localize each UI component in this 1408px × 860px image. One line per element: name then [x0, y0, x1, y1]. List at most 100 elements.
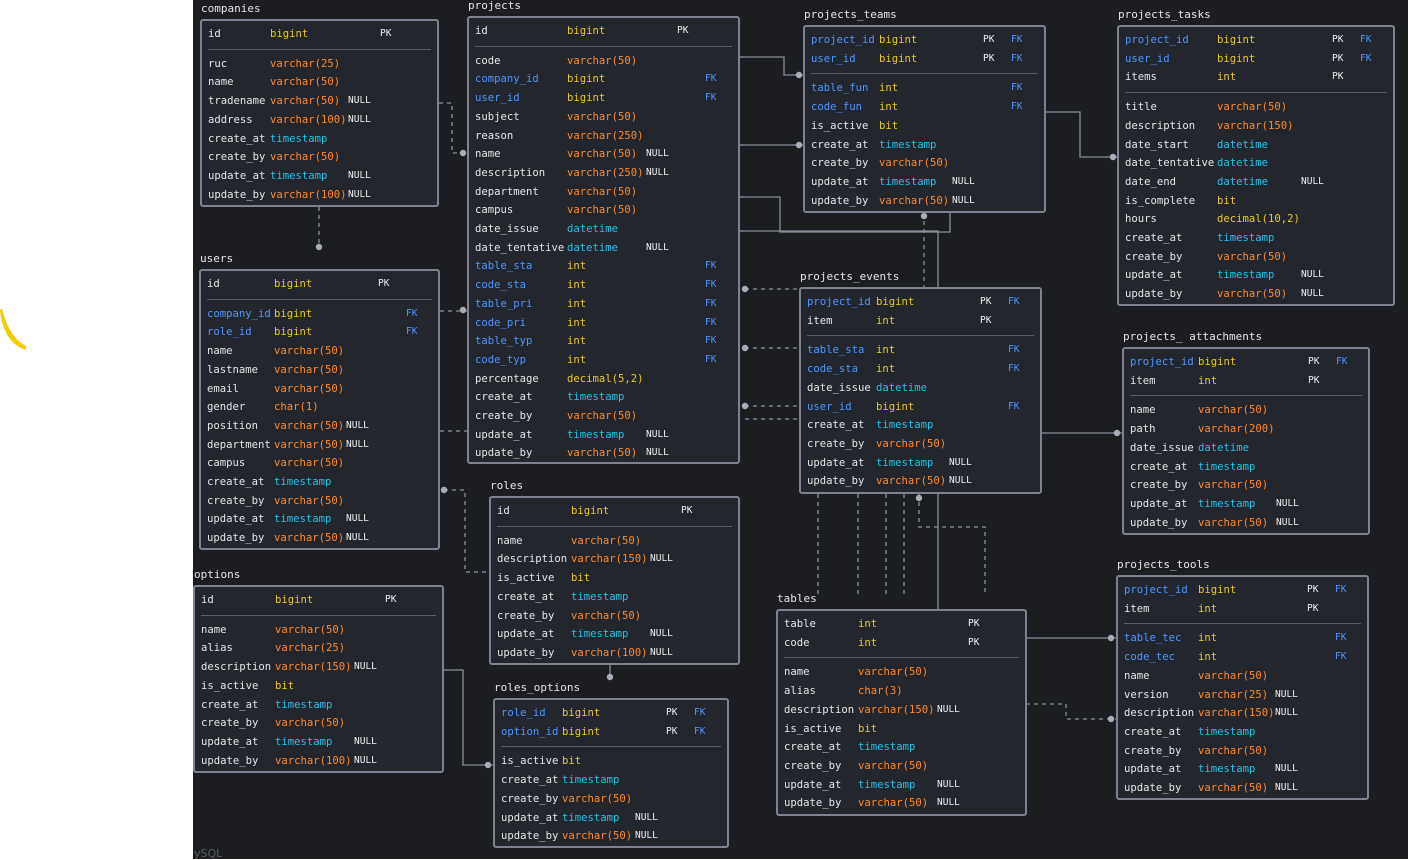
column-row[interactable]: project_idbigintPKFK: [811, 31, 1042, 49]
column-row[interactable]: update_byvarchar(50)NULL: [475, 444, 736, 462]
column-row[interactable]: update_byvarchar(50)NULL: [207, 529, 436, 547]
column-row[interactable]: lastnamevarchar(50): [207, 361, 436, 379]
column-row[interactable]: create_byvarchar(50): [1130, 476, 1366, 494]
column-row[interactable]: descriptionvarchar(150)NULL: [497, 550, 736, 568]
table-projects-events[interactable]: projects_eventsproject_idbigintPKFKitemi…: [799, 270, 1042, 494]
column-row[interactable]: is_activebit: [501, 752, 725, 770]
column-row[interactable]: itemintPK: [1124, 600, 1365, 618]
table-roles[interactable]: rolesidbigintPKnamevarchar(50)descriptio…: [489, 479, 740, 665]
column-row[interactable]: namevarchar(50): [1124, 667, 1365, 685]
column-row[interactable]: update_byvarchar(100)NULL: [208, 186, 435, 204]
column-row[interactable]: create_byvarchar(50): [784, 757, 1023, 775]
column-row[interactable]: idbigintPK: [497, 502, 736, 520]
column-row[interactable]: project_idbigintPKFK: [1124, 581, 1365, 599]
column-row[interactable]: user_idbigintFK: [807, 398, 1038, 416]
column-row[interactable]: percentagedecimal(5,2): [475, 370, 736, 388]
table-projects-attachments[interactable]: projects_ attachmentsproject_idbigintPKF…: [1122, 330, 1370, 535]
column-row[interactable]: itemintPK: [807, 312, 1038, 330]
column-row[interactable]: create_attimestamp: [475, 388, 736, 406]
column-row[interactable]: descriptionvarchar(250)NULL: [475, 164, 736, 182]
column-row[interactable]: namevarchar(50)NULL: [475, 145, 736, 163]
column-row[interactable]: table_staintFK: [807, 341, 1038, 359]
column-row[interactable]: descriptionvarchar(150)NULL: [1124, 704, 1365, 722]
column-row[interactable]: update_byvarchar(50)NULL: [1124, 779, 1365, 797]
column-row[interactable]: create_attimestamp: [1125, 229, 1391, 247]
column-row[interactable]: tableintPK: [784, 615, 1023, 633]
column-row[interactable]: create_byvarchar(50): [811, 154, 1042, 172]
column-row[interactable]: date_tentativedatetimeNULL: [475, 239, 736, 257]
column-row[interactable]: create_attimestamp: [497, 588, 736, 606]
column-row[interactable]: option_idbigintPKFK: [501, 723, 725, 741]
column-row[interactable]: project_idbigintPKFK: [807, 293, 1038, 311]
column-row[interactable]: codeintPK: [784, 634, 1023, 652]
column-row[interactable]: table_funintFK: [811, 79, 1042, 97]
column-row[interactable]: table_priintFK: [475, 295, 736, 313]
column-row[interactable]: create_byvarchar(50): [207, 492, 436, 510]
column-row[interactable]: create_attimestamp: [807, 416, 1038, 434]
column-row[interactable]: create_byvarchar(50): [208, 148, 435, 166]
column-row[interactable]: update_byvarchar(50)NULL: [501, 827, 725, 845]
column-row[interactable]: campusvarchar(50): [207, 454, 436, 472]
column-row[interactable]: update_attimestampNULL: [497, 625, 736, 643]
column-row[interactable]: namevarchar(50): [784, 663, 1023, 681]
column-row[interactable]: create_byvarchar(50): [501, 790, 725, 808]
column-row[interactable]: user_idbigintPKFK: [811, 50, 1042, 68]
column-row[interactable]: itemsintPK: [1125, 68, 1391, 86]
column-row[interactable]: aliasvarchar(25): [201, 639, 440, 657]
column-row[interactable]: update_attimestampNULL: [811, 173, 1042, 191]
column-row[interactable]: role_idbigintPKFK: [501, 704, 725, 722]
column-row[interactable]: date_issuedatetime: [475, 220, 736, 238]
column-row[interactable]: date_enddatetimeNULL: [1125, 173, 1391, 191]
column-row[interactable]: is_activebit: [497, 569, 736, 587]
column-row[interactable]: date_tentativedatetime: [1125, 154, 1391, 172]
column-row[interactable]: create_byvarchar(50): [497, 607, 736, 625]
column-row[interactable]: is_activebit: [811, 117, 1042, 135]
column-row[interactable]: company_idbigintFK: [207, 305, 436, 323]
table-projects[interactable]: projectsidbigintPKcodevarchar(50)company…: [467, 0, 740, 464]
column-row[interactable]: create_attimestamp: [501, 771, 725, 789]
column-row[interactable]: update_attimestampNULL: [1125, 266, 1391, 284]
column-row[interactable]: project_idbigintPKFK: [1125, 31, 1391, 49]
column-row[interactable]: update_attimestampNULL: [208, 167, 435, 185]
column-row[interactable]: is_completebit: [1125, 192, 1391, 210]
column-row[interactable]: date_startdatetime: [1125, 136, 1391, 154]
column-row[interactable]: aliaschar(3): [784, 682, 1023, 700]
table-tables[interactable]: tablestableintPKcodeintPKnamevarchar(50)…: [776, 592, 1027, 816]
table-projects-tasks[interactable]: projects_tasksproject_idbigintPKFKuser_i…: [1117, 8, 1395, 306]
column-row[interactable]: rucvarchar(25): [208, 55, 435, 73]
column-row[interactable]: create_byvarchar(50): [1125, 248, 1391, 266]
column-row[interactable]: subjectvarchar(50): [475, 108, 736, 126]
column-row[interactable]: namevarchar(50): [497, 532, 736, 550]
column-row[interactable]: idbigintPK: [207, 275, 436, 293]
column-row[interactable]: create_attimestamp: [1124, 723, 1365, 741]
column-row[interactable]: create_byvarchar(50): [475, 407, 736, 425]
column-row[interactable]: genderchar(1): [207, 398, 436, 416]
column-row[interactable]: namevarchar(50): [201, 621, 440, 639]
column-row[interactable]: create_attimestamp: [1130, 458, 1366, 476]
column-row[interactable]: update_byvarchar(50)NULL: [811, 192, 1042, 210]
column-row[interactable]: create_byvarchar(50): [807, 435, 1038, 453]
column-row[interactable]: versionvarchar(25)NULL: [1124, 686, 1365, 704]
column-row[interactable]: create_byvarchar(50): [201, 714, 440, 732]
column-row[interactable]: update_attimestampNULL: [1124, 760, 1365, 778]
table-users[interactable]: usersidbigintPKcompany_idbigintFKrole_id…: [199, 252, 440, 550]
column-row[interactable]: tradenamevarchar(50)NULL: [208, 92, 435, 110]
column-row[interactable]: project_idbigintPKFK: [1130, 353, 1366, 371]
column-row[interactable]: positionvarchar(50)NULL: [207, 417, 436, 435]
column-row[interactable]: code_priintFK: [475, 314, 736, 332]
column-row[interactable]: create_attimestamp: [207, 473, 436, 491]
column-row[interactable]: update_byvarchar(50)NULL: [784, 794, 1023, 812]
column-row[interactable]: table_typintFK: [475, 332, 736, 350]
column-row[interactable]: codevarchar(50): [475, 52, 736, 70]
table-projects-teams[interactable]: projects_teamsproject_idbigintPKFKuser_i…: [803, 8, 1046, 213]
column-row[interactable]: update_attimestampNULL: [784, 776, 1023, 794]
column-row[interactable]: idbigintPK: [201, 591, 440, 609]
column-row[interactable]: create_byvarchar(50): [1124, 742, 1365, 760]
column-row[interactable]: update_byvarchar(100)NULL: [497, 644, 736, 662]
column-row[interactable]: descriptionvarchar(150): [1125, 117, 1391, 135]
column-row[interactable]: code_staintFK: [807, 360, 1038, 378]
column-row[interactable]: create_attimestamp: [208, 130, 435, 148]
column-row[interactable]: emailvarchar(50): [207, 380, 436, 398]
table-projects-tools[interactable]: projects_toolsproject_idbigintPKFKitemin…: [1116, 558, 1369, 800]
column-row[interactable]: addressvarchar(100)NULL: [208, 111, 435, 129]
